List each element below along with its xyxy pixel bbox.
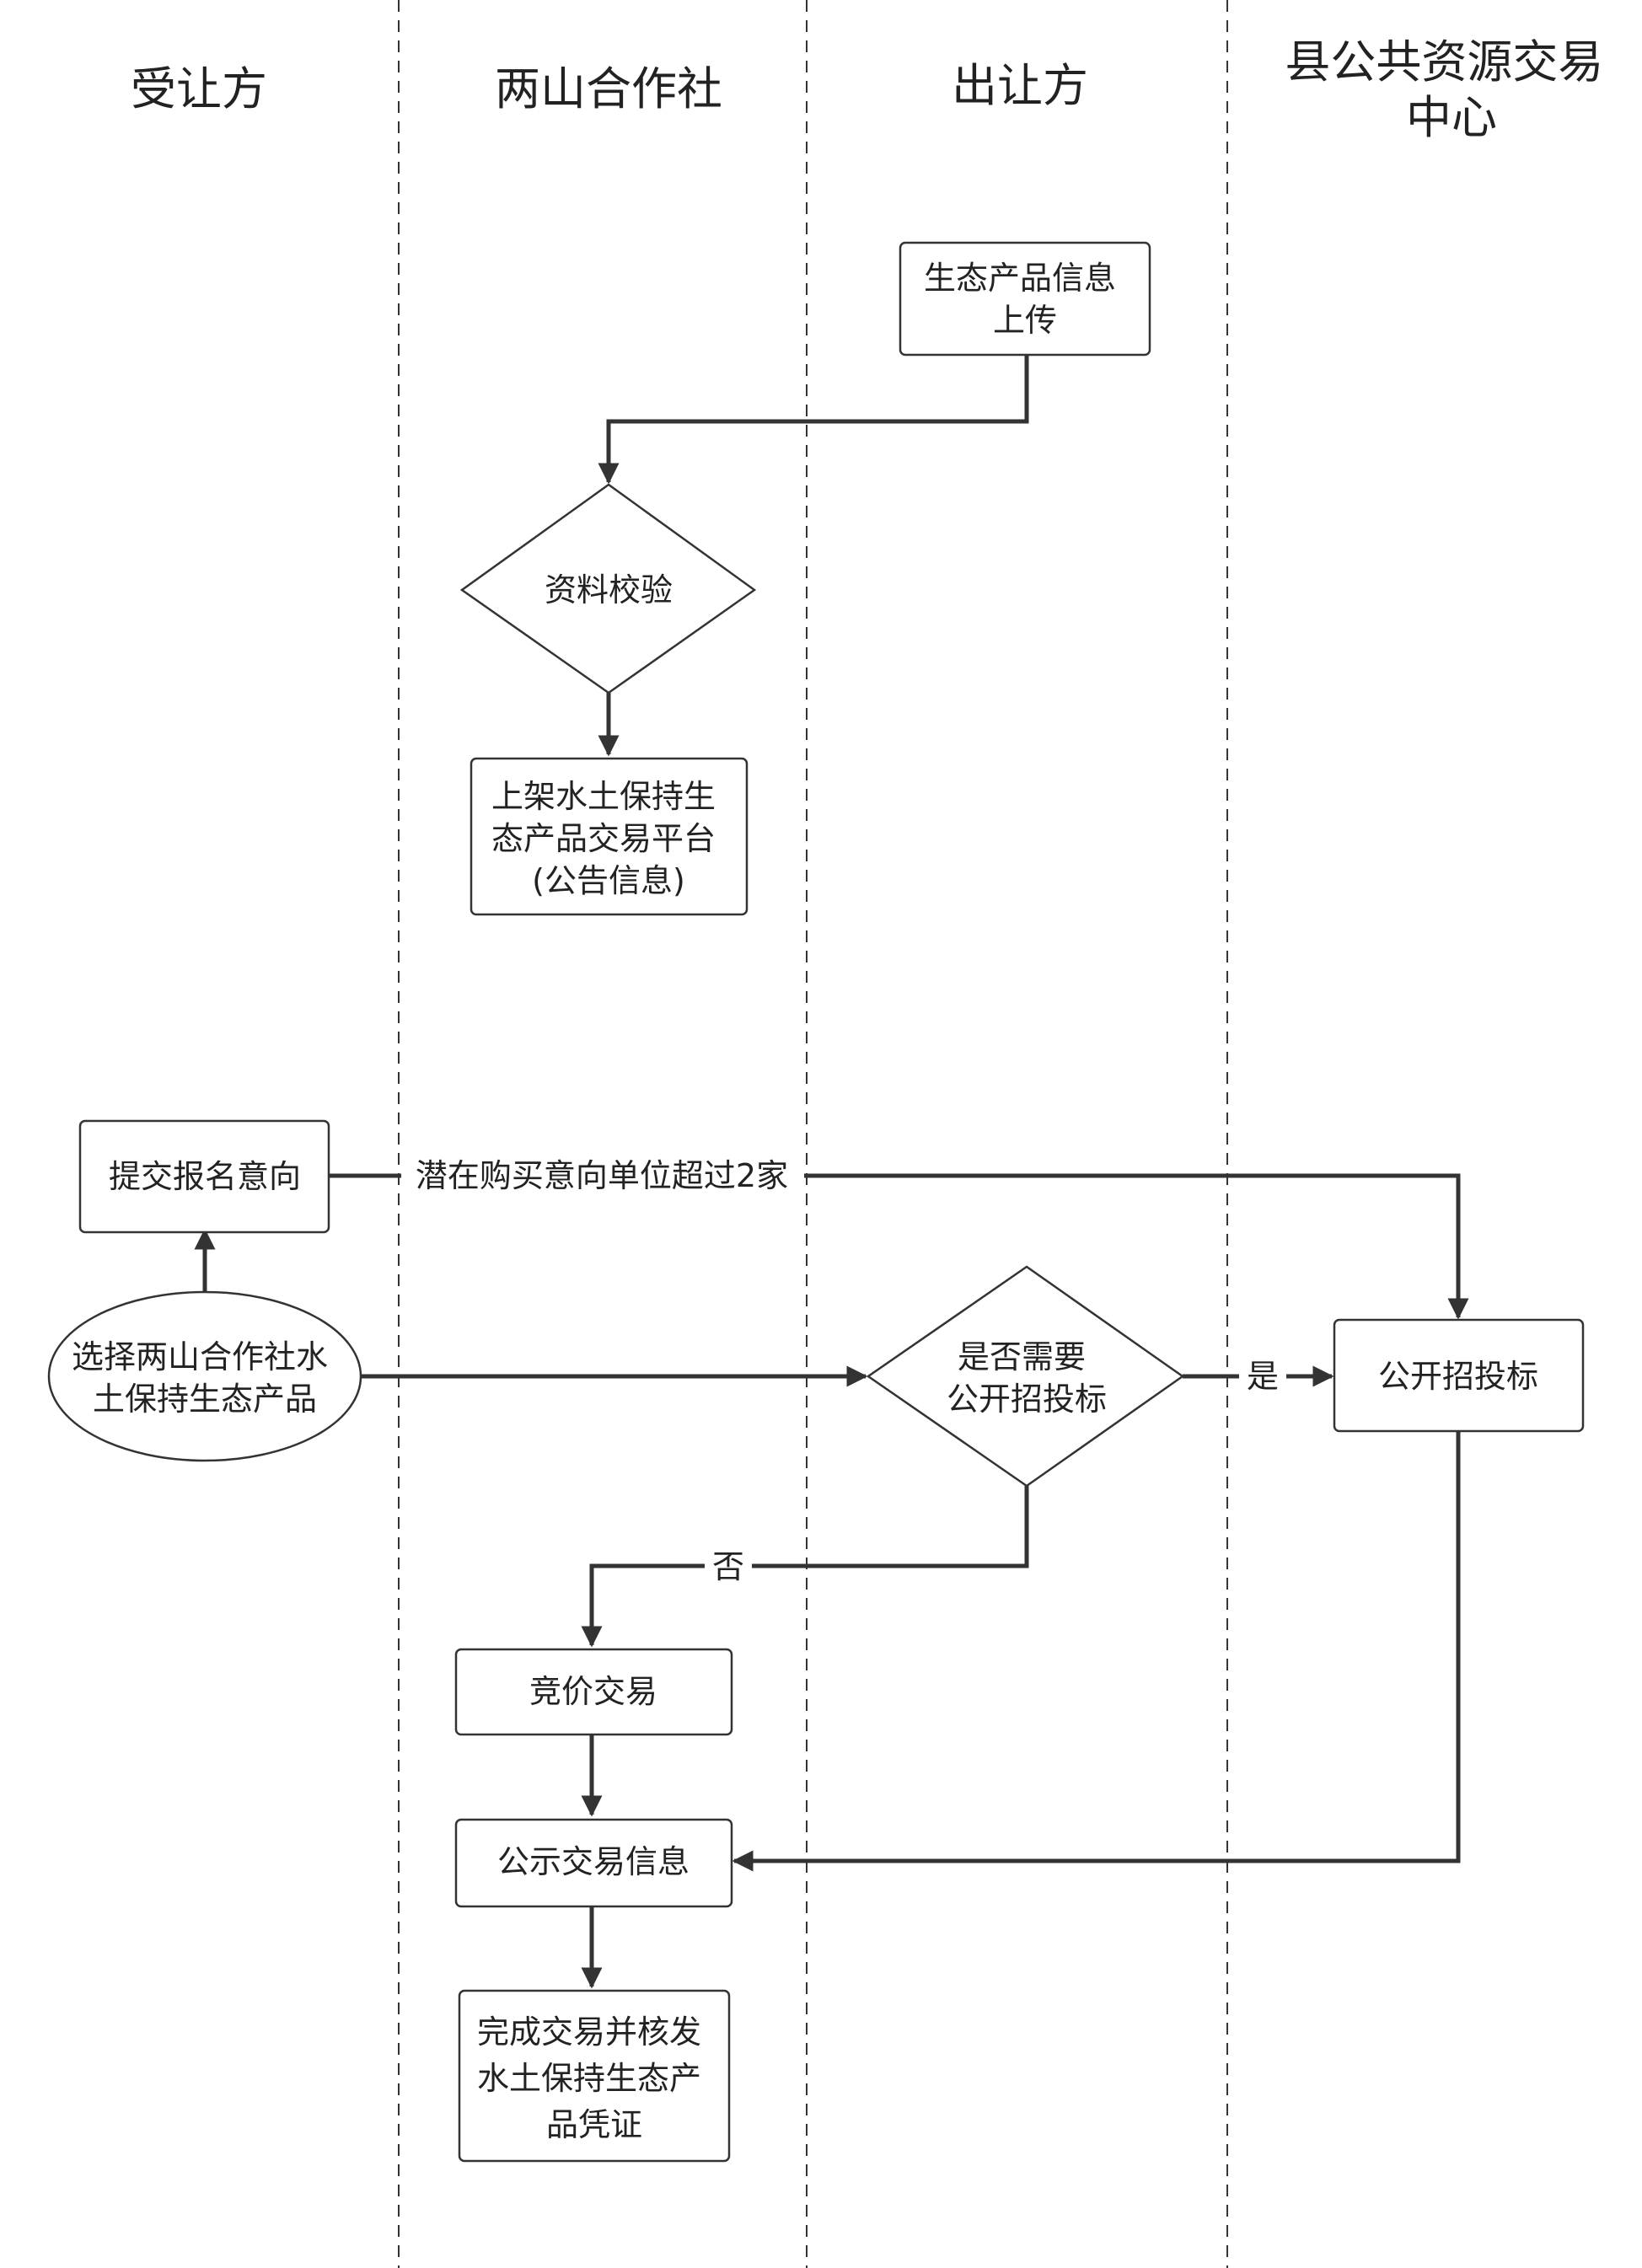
node-publicize: 公示交易信息 [454,1818,733,1908]
node-submit-intent: 提交报名意向 [78,1119,330,1234]
node-list-platform: 上架水土保持生 态产品交易平台 (公告信息) [470,757,749,916]
edge-upload-to-verify [598,355,1029,485]
lane-title-exchange-center: 县公共资源交易 中心 [1285,35,1618,144]
svg-text:公开招投标: 公开招投标 [1378,1358,1538,1395]
svg-text:上架水土保持生 态产品交易平台 (公: 上架水土保持生 态产品交易平台 (公告信息) [491,778,726,899]
node-verify: 资料校验 [459,483,757,694]
node-bidding: 竞价交易 [454,1648,733,1736]
edge-submit-to-tender [329,1173,1469,1320]
edge-label-no: 否 [712,1548,744,1585]
edge-decision-no [581,1486,1029,1648]
svg-text:完成交易并核发 水土保持生态产 品凭: 完成交易并核发 水土保持生态产 品凭证 [477,2013,711,2143]
svg-text:选择两山合作社水 土保持生态产品: 选择两山合作社水 土保持生态产品 [72,1338,338,1418]
node-public-tender: 公开招投标 [1333,1318,1585,1433]
edge-label-bg-yes [1239,1355,1286,1397]
lane-title-transferee: 受让方 [131,62,267,115]
edge-label-over-two-buyers: 潜在购买意向单位超过2家 [416,1157,788,1194]
edge-tender-to-publicize [732,1431,1461,1872]
lane-title-cooperative: 两山合作社 [495,62,722,115]
svg-text:是否需要 公开招投标: 是否需要 公开招投标 [947,1338,1107,1418]
edge-label-bg-no [705,1545,752,1587]
svg-text:生态产品信息 上传: 生态产品信息 上传 [924,260,1126,339]
svg-text:提交报名意向: 提交报名意向 [109,1158,301,1195]
edge-label-yes: 是 [1247,1358,1279,1395]
svg-text:公示交易信息: 公示交易信息 [497,1843,690,1880]
edge-label-bg-over-two [401,1153,804,1197]
svg-text:资料校验: 资料校验 [545,571,673,609]
node-complete: 完成交易并核发 水土保持生态产 品凭证 [458,1989,731,2163]
node-need-tender: 是否需要 公开招投标 [866,1265,1185,1488]
node-upload-info: 生态产品信息 上传 [899,241,1151,357]
svg-text:竞价交易: 竞价交易 [529,1673,657,1710]
node-select-product: 选择两山合作社水 土保持生态产品 [47,1290,362,1462]
lane-title-transferor: 出让方 [952,59,1088,112]
